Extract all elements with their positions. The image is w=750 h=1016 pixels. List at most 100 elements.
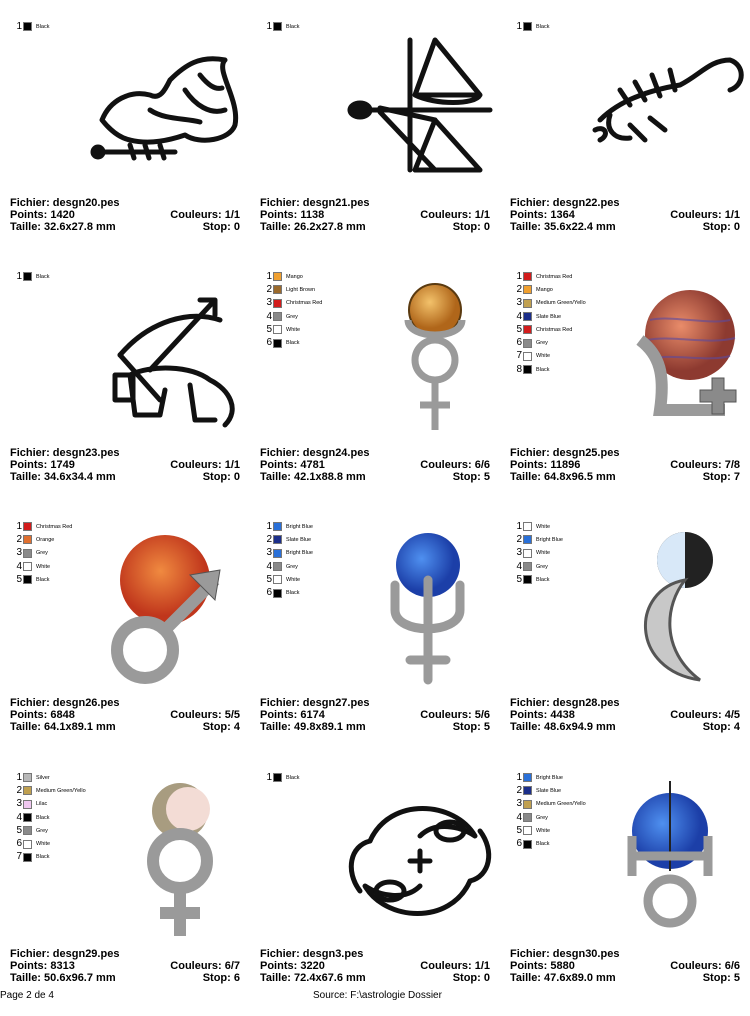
size-row: Taille: 48.6x94.9 mm <box>510 721 616 733</box>
venus-symbol-icon <box>90 781 250 941</box>
stop-row: Stop: 0 <box>202 221 240 233</box>
points-value: 5880 <box>550 960 575 972</box>
thread-color-number: 1 <box>16 771 22 783</box>
size-value: 35.6x22.4 mm <box>544 221 616 233</box>
thread-color-number: 2 <box>266 533 272 545</box>
thread-color-number: 1 <box>16 270 22 282</box>
thread-color-number: 4 <box>516 811 522 823</box>
neptune-symbol-icon <box>340 530 500 690</box>
thread-color-name: Black <box>286 774 300 781</box>
thread-color-name: White <box>536 523 551 530</box>
size-value: 32.6x27.8 mm <box>44 221 116 233</box>
thread-color-number: 3 <box>266 297 272 309</box>
thread-color-name: Slate Blue <box>536 313 562 320</box>
thread-color-name: Medium Green/Yello <box>36 787 86 794</box>
stop-row: Stop: 6 <box>202 972 240 984</box>
thread-color-number: 3 <box>516 547 522 559</box>
stop-value: 0 <box>733 221 740 233</box>
stop-value: 6 <box>233 972 240 984</box>
file-label-row: Fichier: desgn28.pes <box>510 697 620 709</box>
thread-color-swatch <box>273 325 282 335</box>
colors-row: Couleurs: 1/1 <box>170 459 240 471</box>
thread-color-name: Orange <box>36 536 55 543</box>
file-name: desgn22.pes <box>552 197 620 209</box>
thread-color-swatch <box>523 522 532 532</box>
file-name: desgn29.pes <box>52 948 120 960</box>
thread-color-swatch <box>523 365 532 375</box>
thread-color-number: 2 <box>516 784 522 796</box>
thread-color-name: Silver <box>36 774 50 781</box>
colors-value: 1/1 <box>224 209 240 221</box>
points-row: Points: 1420 <box>10 209 75 221</box>
colors-value: 5/6 <box>474 709 490 721</box>
stop-row: Stop: 0 <box>202 471 240 483</box>
thread-color-name: Mango <box>536 286 553 293</box>
thread-color-swatch <box>273 773 282 783</box>
stop-value: 4 <box>233 721 240 733</box>
stop-row: Stop: 4 <box>202 721 240 733</box>
stop-row: Stop: 5 <box>452 471 490 483</box>
size-value: 50.6x96.7 mm <box>44 972 116 984</box>
thread-color-name: Slate Blue <box>536 787 562 794</box>
thread-color-number: 5 <box>516 573 522 585</box>
file-label-row: Fichier: desgn29.pes <box>10 948 120 960</box>
thread-color-swatch <box>23 786 32 796</box>
colors-row: Couleurs: 1/1 <box>170 209 240 221</box>
size-value: 47.6x89.0 mm <box>544 972 616 984</box>
stop-value: 0 <box>483 221 490 233</box>
file-name: desgn24.pes <box>302 447 370 459</box>
thread-color-number: 2 <box>16 784 22 796</box>
thread-color-swatch <box>523 351 532 361</box>
points-row: Points: 8313 <box>10 960 75 972</box>
points-row: Points: 5880 <box>510 960 575 972</box>
size-row: Taille: 64.8x96.5 mm <box>510 471 616 483</box>
thread-color-number: 1 <box>516 20 522 32</box>
size-row: Taille: 50.6x96.7 mm <box>10 972 116 984</box>
thread-color-name: Black <box>536 366 550 373</box>
thread-color-number: 1 <box>266 270 272 282</box>
jupiter-symbol-icon <box>590 280 750 440</box>
colors-value: 6/7 <box>224 960 240 972</box>
thread-color-swatch <box>273 285 282 295</box>
points-value: 1364 <box>550 209 575 221</box>
points-row: Points: 6174 <box>260 709 325 721</box>
file-label-row: Fichier: desgn22.pes <box>510 197 620 209</box>
thread-color-swatch <box>523 22 532 32</box>
colors-row: Couleurs: 1/1 <box>420 209 490 221</box>
sagittarius-icon <box>90 280 250 440</box>
colors-value: 6/6 <box>724 960 740 972</box>
colors-value: 1/1 <box>474 960 490 972</box>
thread-color-swatch <box>273 575 282 585</box>
file-label-row: Fichier: desgn30.pes <box>510 948 620 960</box>
thread-color-name: Christmas Red <box>36 523 73 530</box>
thread-color-name: Black <box>36 854 50 861</box>
stop-row: Stop: 0 <box>702 221 740 233</box>
stop-row: Stop: 4 <box>702 721 740 733</box>
thread-color-name: Grey <box>536 340 548 347</box>
